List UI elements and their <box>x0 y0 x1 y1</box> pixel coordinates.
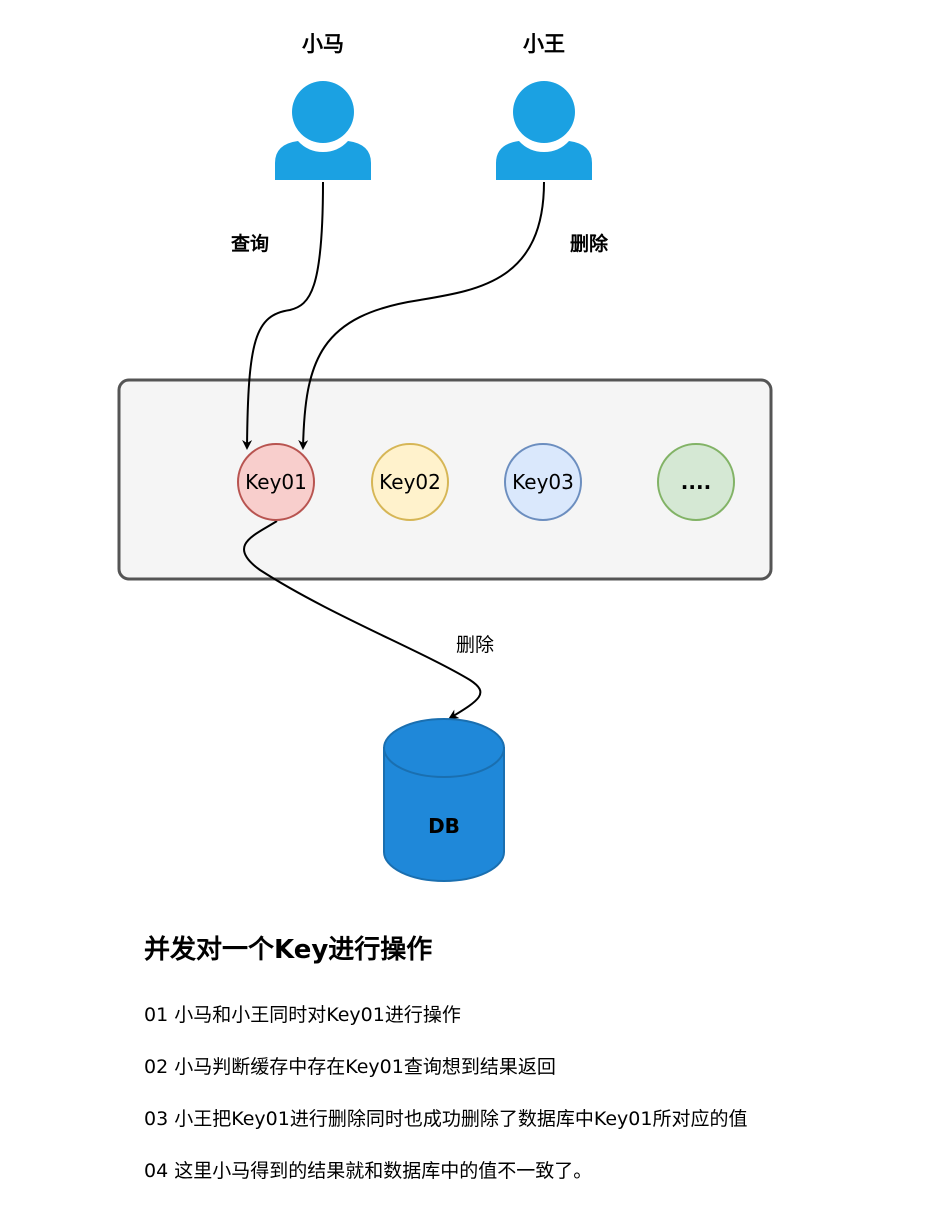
user-icon <box>496 81 592 180</box>
delete-arrow <box>298 181 545 450</box>
key-node-key03: Key03 <box>504 443 582 521</box>
key-node-more: .... <box>657 443 735 521</box>
db-delete-arrow <box>243 520 482 720</box>
note-line-2: 02 小马判断缓存中存在Key01查询想到结果返回 <box>144 1056 556 1078</box>
description-heading: 并发对一个Key进行操作 <box>144 935 433 965</box>
database-cylinder <box>383 718 505 882</box>
user-name-xiaowang: 小王 <box>523 32 565 56</box>
note-line-1: 01 小马和小王同时对Key01进行操作 <box>144 1004 461 1026</box>
query-arrow <box>242 181 324 450</box>
delete-label: 删除 <box>570 233 609 255</box>
user-icon <box>275 81 371 180</box>
note-line-4: 04 这里小马得到的结果就和数据库中的值不一致了。 <box>144 1160 593 1182</box>
user-name-xiaoma: 小马 <box>302 32 344 56</box>
note-line-3: 03 小王把Key01进行删除同时也成功删除了数据库中Key01所对应的值 <box>144 1108 748 1130</box>
key-node-key02: Key02 <box>371 443 449 521</box>
db-label: DB <box>428 814 460 838</box>
query-label: 查询 <box>231 233 270 255</box>
db-delete-label: 删除 <box>456 634 495 656</box>
key-node-key01: Key01 <box>237 443 315 521</box>
